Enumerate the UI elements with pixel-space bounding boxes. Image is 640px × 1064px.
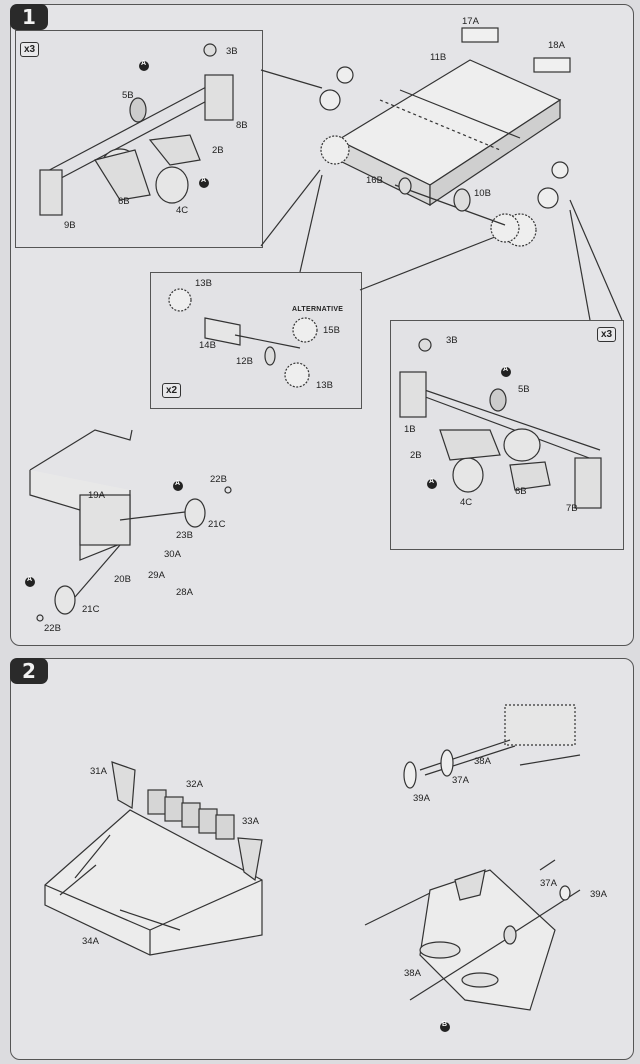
part-label: 23B [176, 530, 193, 541]
part-label: 34A [82, 936, 99, 947]
marker-a-label: A [141, 60, 147, 67]
part-label: 10B [474, 188, 491, 199]
part-label: 21C [82, 604, 100, 615]
rear-idler-drawing [29, 429, 232, 622]
part-label: 39A [590, 889, 607, 900]
sprocket-inset-multiplier: x2 [162, 383, 182, 398]
part-label: 18A [548, 40, 565, 51]
part-label: 32A [186, 779, 203, 790]
part-label: 11B [430, 52, 447, 63]
part-label: 30A [164, 549, 181, 560]
left-inset-multiplier: x3 [20, 42, 40, 57]
part-label: 9B [64, 220, 76, 231]
right-detail-inset [390, 320, 624, 550]
part-label: 4C [460, 497, 473, 508]
part-label: 21C [208, 519, 226, 530]
part-label: 31A [90, 766, 107, 777]
part-label: 14B [199, 340, 216, 351]
part-label: 29A [148, 570, 165, 581]
marker-a-label: A [27, 576, 33, 583]
part-label: 37A [540, 878, 557, 889]
part-label: 15B [323, 325, 340, 336]
marker-a-label: A [175, 480, 181, 487]
hull-end-drawing [364, 859, 581, 1011]
suspension-drawing-left [39, 43, 234, 216]
suspension-drawing-right [399, 338, 602, 509]
sprocket-drawing [168, 288, 318, 388]
marker-a-label: A [429, 478, 435, 485]
part-label: 2B [410, 450, 422, 461]
part-label: 16B [366, 175, 383, 186]
right-inset-multiplier: x3 [597, 327, 617, 342]
leader-line [260, 169, 321, 247]
part-label: 17A [462, 16, 479, 27]
part-label: 22B [44, 623, 61, 634]
part-label: 1B [404, 424, 416, 435]
part-label: 38A [474, 756, 491, 767]
part-label: 13B [316, 380, 333, 391]
marker-a [427, 479, 437, 489]
part-label: 12B [236, 356, 253, 367]
part-label: 33A [242, 816, 259, 827]
part-label: 5B [518, 384, 530, 395]
part-label: 38A [404, 968, 421, 979]
axle-drawing-top [403, 704, 581, 789]
part-label: 5B [122, 90, 134, 101]
marker-a-label: A [503, 366, 509, 373]
marker-a [199, 178, 209, 188]
part-label: 13B [195, 278, 212, 289]
alternative-label: ALTERNATIVE [292, 306, 344, 313]
part-label: 39A [413, 793, 430, 804]
part-label: 4C [176, 205, 189, 216]
marker-a [501, 367, 511, 377]
part-label: 6B [515, 486, 527, 497]
step-1-badge: 1 [10, 4, 48, 30]
part-label: 22B [210, 474, 227, 485]
part-label: 6B [118, 196, 130, 207]
marker-a [25, 577, 35, 587]
step-2-badge: 2 [10, 658, 48, 684]
marker-a [139, 61, 149, 71]
rear-plate-drawing [44, 761, 263, 956]
part-label: 20B [114, 574, 131, 585]
leader-line [569, 209, 591, 321]
marker-b [440, 1022, 450, 1032]
part-label: 37A [452, 775, 469, 786]
leader-line [569, 199, 623, 321]
leader-line [299, 174, 323, 273]
part-label: 19A [88, 490, 105, 501]
hull-chassis-drawing [319, 27, 571, 247]
part-label: 7B [566, 503, 578, 514]
part-label: 8B [236, 120, 248, 131]
leader-line [260, 69, 323, 89]
part-label: 3B [446, 335, 458, 346]
part-label: 28A [176, 587, 193, 598]
part-label: 2B [212, 145, 224, 156]
marker-a-label: A [201, 177, 207, 184]
part-label: 3B [226, 46, 238, 57]
leader-line [359, 234, 501, 291]
marker-a [173, 481, 183, 491]
marker-b-label: B [442, 1021, 448, 1028]
